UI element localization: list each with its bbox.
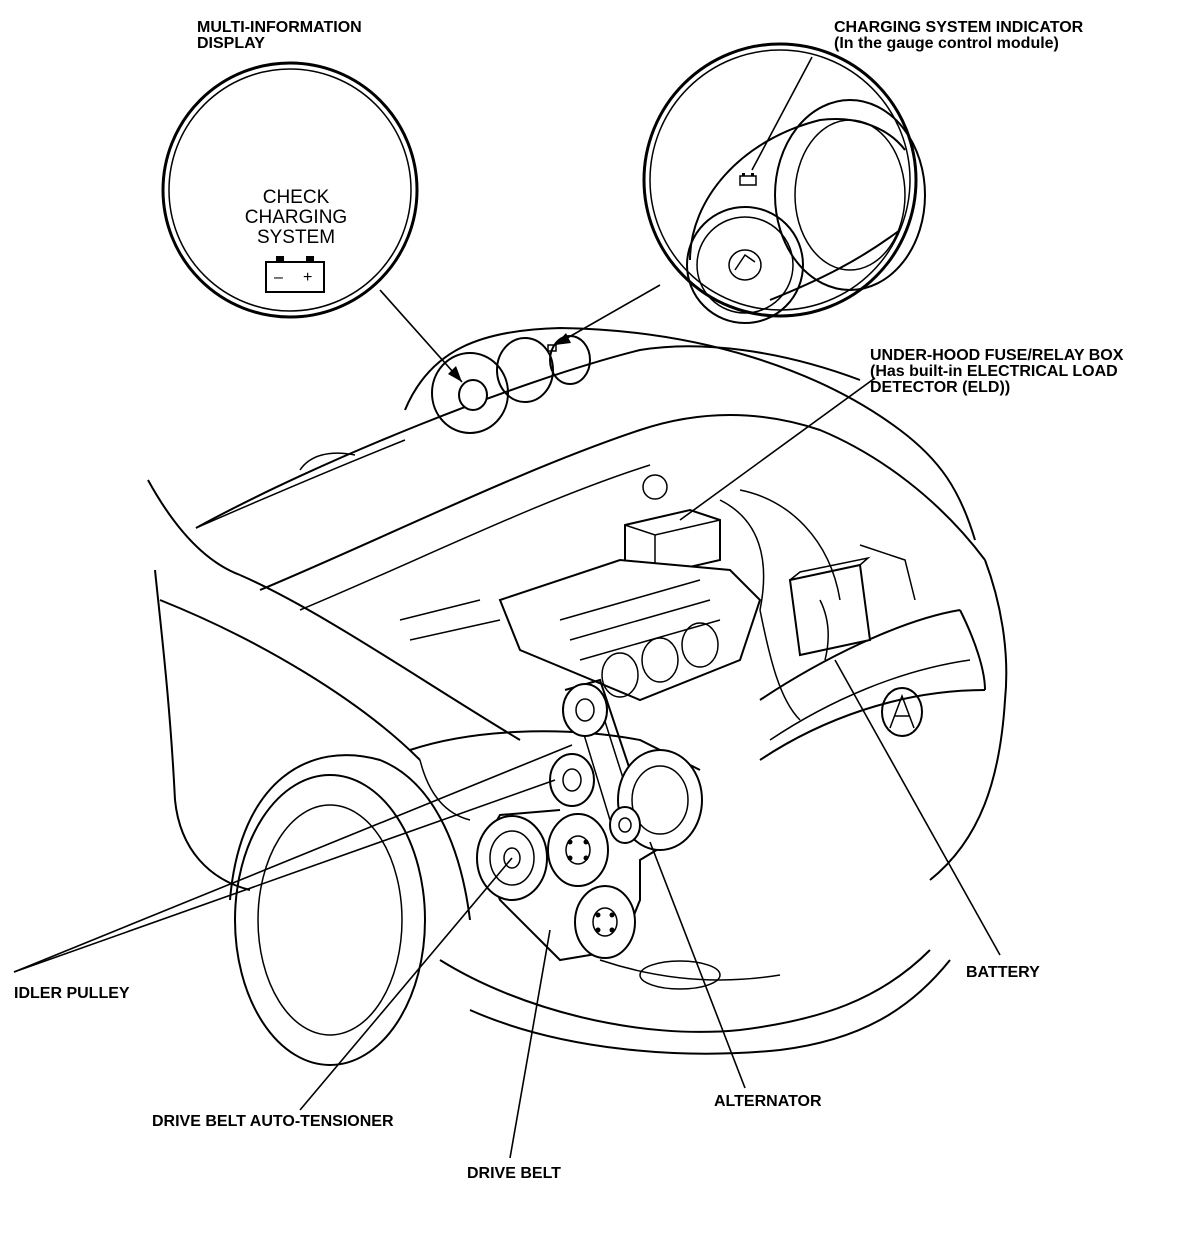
ac-compressor-pulley [574, 885, 636, 959]
label-display: DISPLAY [197, 35, 265, 52]
car-body-outline [147, 326, 1008, 1066]
label-drive-belt: DRIVE BELT [467, 1165, 561, 1182]
crankshaft-pulley [562, 683, 608, 737]
charging-indicator-callout [554, 42, 926, 346]
charging-indicator-icon [739, 173, 757, 186]
display-line-charging: CHARGING [245, 207, 347, 228]
battery [788, 556, 872, 661]
front-wheel [229, 754, 471, 1066]
label-battery: BATTERY [966, 964, 1040, 981]
idler-pulley [549, 753, 595, 807]
engine [498, 474, 841, 702]
display-line-system: SYSTEM [257, 227, 335, 248]
label-alternator: ALTERNATOR [714, 1093, 822, 1110]
acura-logo [881, 687, 923, 737]
display-line-check: CHECK [263, 187, 330, 208]
label-charging-system-indicator-note: (In the gauge control module) [834, 35, 1059, 52]
label-fuse-box-note-2: DETECTOR (ELD)) [870, 379, 1010, 396]
gauge-cluster [431, 335, 591, 434]
alternator [609, 749, 703, 851]
engine-bay [399, 474, 916, 721]
battery-plus: + [303, 269, 312, 286]
battery-minus: – [274, 269, 283, 286]
label-drive-belt-auto-tensioner: DRIVE BELT AUTO-TENSIONER [152, 1113, 394, 1130]
drive-belt-system [476, 678, 703, 962]
label-charging-system-indicator: CHARGING SYSTEM INDICATOR [834, 19, 1084, 36]
label-fuse-box-note-1: (Has built-in ELECTRICAL LOAD [870, 363, 1118, 380]
battery-warning-icon: – + [265, 256, 325, 293]
multi-info-display-callout: CHECK CHARGING SYSTEM – + [161, 61, 463, 383]
water-pump-pulley [547, 813, 609, 887]
leader-lines [13, 56, 1001, 1159]
label-under-hood-fuse-relay-box: UNDER-HOOD FUSE/RELAY BOX [870, 347, 1124, 364]
label-idler-pulley: IDLER PULLEY [14, 985, 130, 1002]
labels: MULTI-INFORMATION DISPLAY CHARGING SYSTE… [14, 19, 1124, 1182]
label-multi-information: MULTI-INFORMATION [197, 19, 362, 36]
